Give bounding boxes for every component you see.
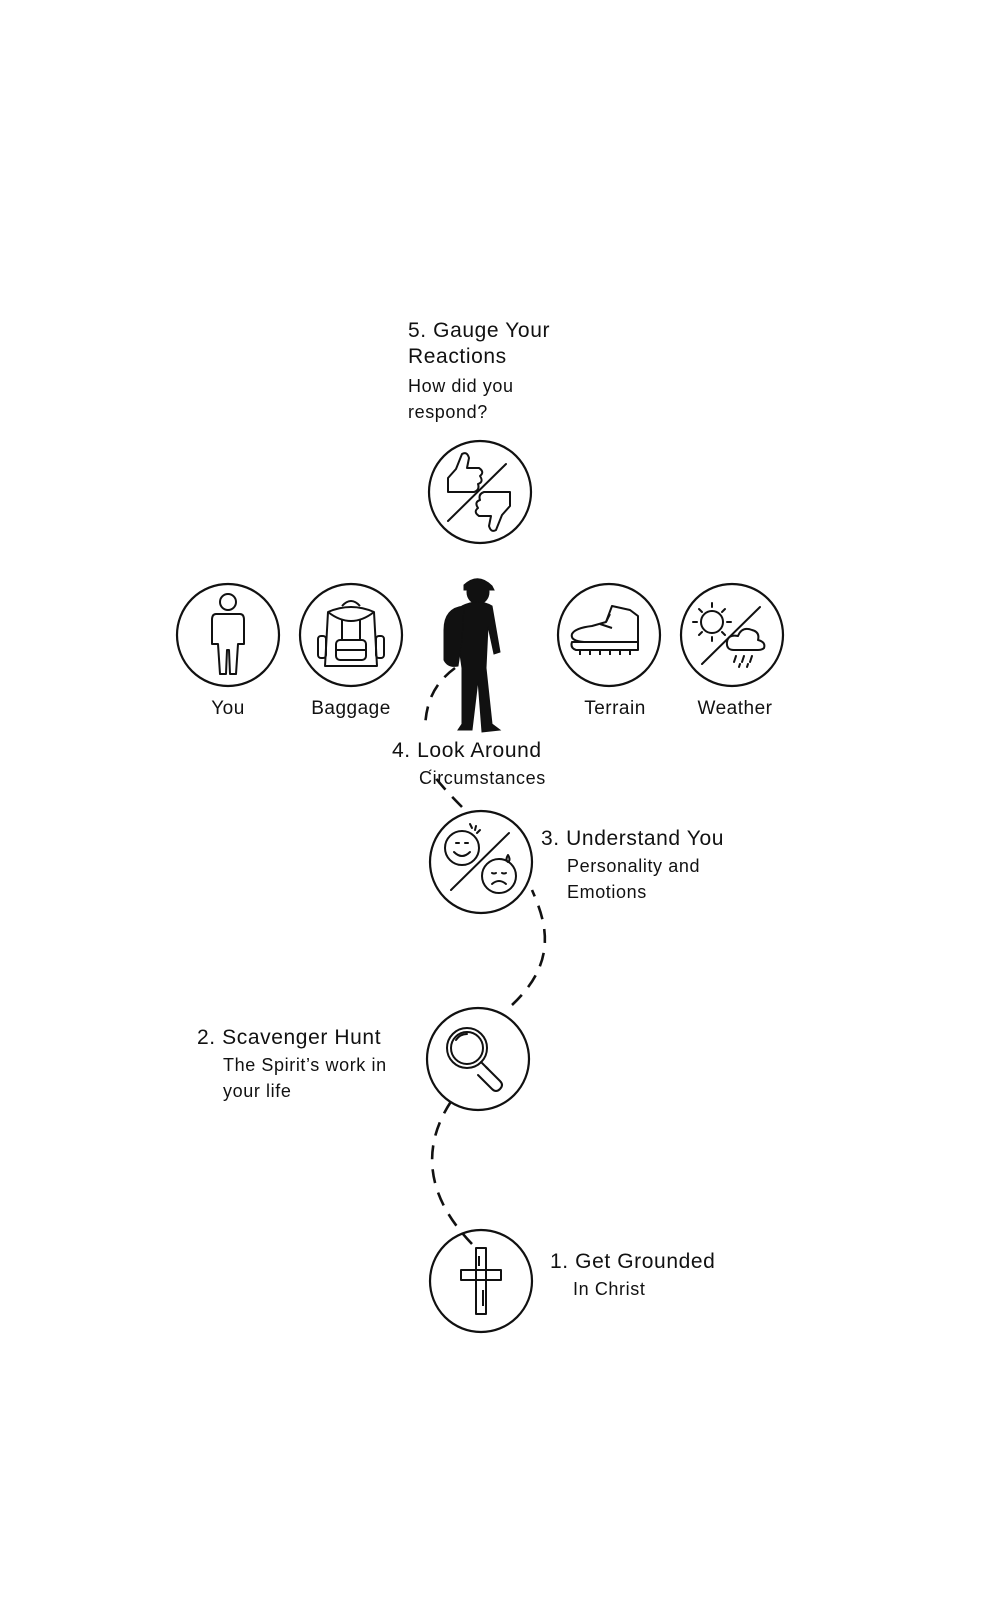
caption-terrain: Terrain [584,698,646,719]
step-2-title: 2. Scavenger Hunt [197,1026,382,1049]
step-2-subtitle-line2: your life [223,1081,292,1101]
person-icon [175,582,281,688]
step-3-title: 3. Understand You [541,827,725,850]
magnifying-glass-icon [425,1006,531,1112]
step-3-subtitle-line2: Emotions [567,882,647,902]
path-segment-4-hiker [423,666,456,729]
caption-weather: Weather [697,698,773,719]
happy-sad-faces-icon [428,809,534,915]
path-segment-2-3 [511,889,547,1006]
caption-baggage: Baggage [311,698,391,719]
step-3-subtitle-line1: Personality and [567,856,701,876]
path-segment-3-4 [428,769,463,808]
step-4-title: 4. Look Around [392,739,542,762]
boot-icon [556,582,662,688]
step-5-subtitle-line1: How did you [408,376,514,396]
step-5-subtitle-line2: respond? [408,402,488,422]
step-5-title: 5. Gauge Your Reactions [408,318,550,370]
dashed-path [423,666,547,1245]
step-5-title-line2: Reactions [408,345,507,368]
step-2-subtitle: The Spirit’s work in your life [223,1052,387,1104]
caption-you: You [211,698,245,719]
backpack-icon [298,582,404,688]
step-3-subtitle: Personality and Emotions [567,853,700,905]
step-5-subtitle: How did you respond? [408,373,514,425]
sun-rain-icon [679,582,785,688]
path-segment-1-2 [430,1099,473,1245]
step-1-title: 1. Get Grounded [550,1250,716,1273]
step-1-subtitle: In Christ [573,1279,646,1299]
hiker-icon [443,578,502,733]
cross-icon [428,1228,534,1334]
thumbs-up-down-icon [427,439,533,545]
step-5-title-line1: 5. Gauge Your [408,319,551,342]
step-4-subtitle: Circumstances [419,768,546,788]
step-2-subtitle-line1: The Spirit’s work in [223,1055,387,1075]
